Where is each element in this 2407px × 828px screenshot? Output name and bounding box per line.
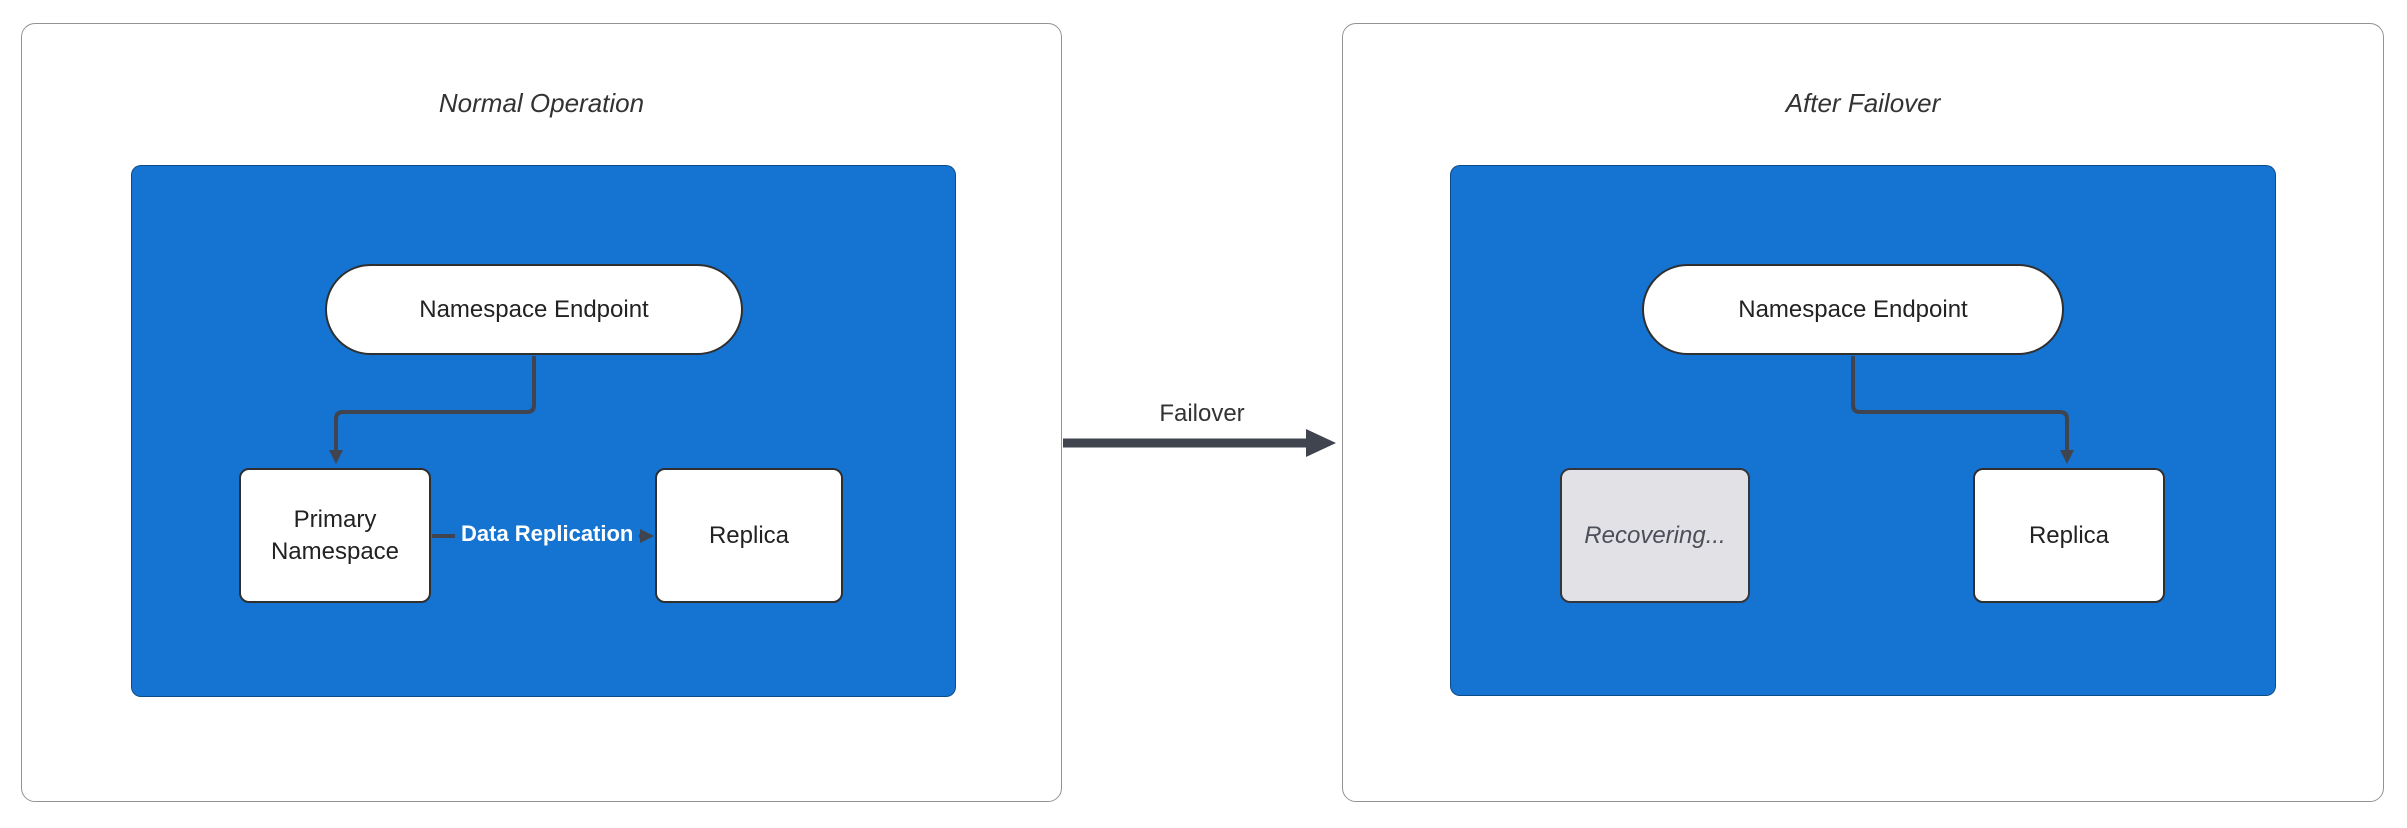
cluster-normal-operation [131,165,956,697]
node-label: Namespace Endpoint [419,295,649,323]
edge-endpoint-to-replica [1851,356,2074,464]
edge-label-data-replication: Data Replication [455,519,640,549]
node-primary-namespace: Primary Namespace [239,468,431,603]
node-replica-failover: Replica [1973,468,2165,603]
node-label: Namespace Endpoint [1738,295,1968,323]
cluster-after-failover [1450,165,2276,696]
edge-endpoint-to-primary [329,356,536,464]
panel-normal-operation: Normal Operation [21,23,1062,802]
node-label: Primary Namespace [270,506,400,565]
node-label: Replica [708,521,790,549]
node-recovering: Recovering... [1560,468,1750,603]
edge-label-failover: Failover [1159,400,1245,427]
panel-title-normal-operation: Normal Operation [438,88,645,118]
node-namespace-endpoint-normal: Namespace Endpoint [325,264,743,355]
node-replica-normal: Replica [655,468,843,603]
node-namespace-endpoint-failover: Namespace Endpoint [1642,264,2064,355]
node-label: Replica [2028,521,2110,549]
panel-title-after-failover: After Failover [1785,88,1941,118]
node-label: Recovering... [1584,521,1726,549]
